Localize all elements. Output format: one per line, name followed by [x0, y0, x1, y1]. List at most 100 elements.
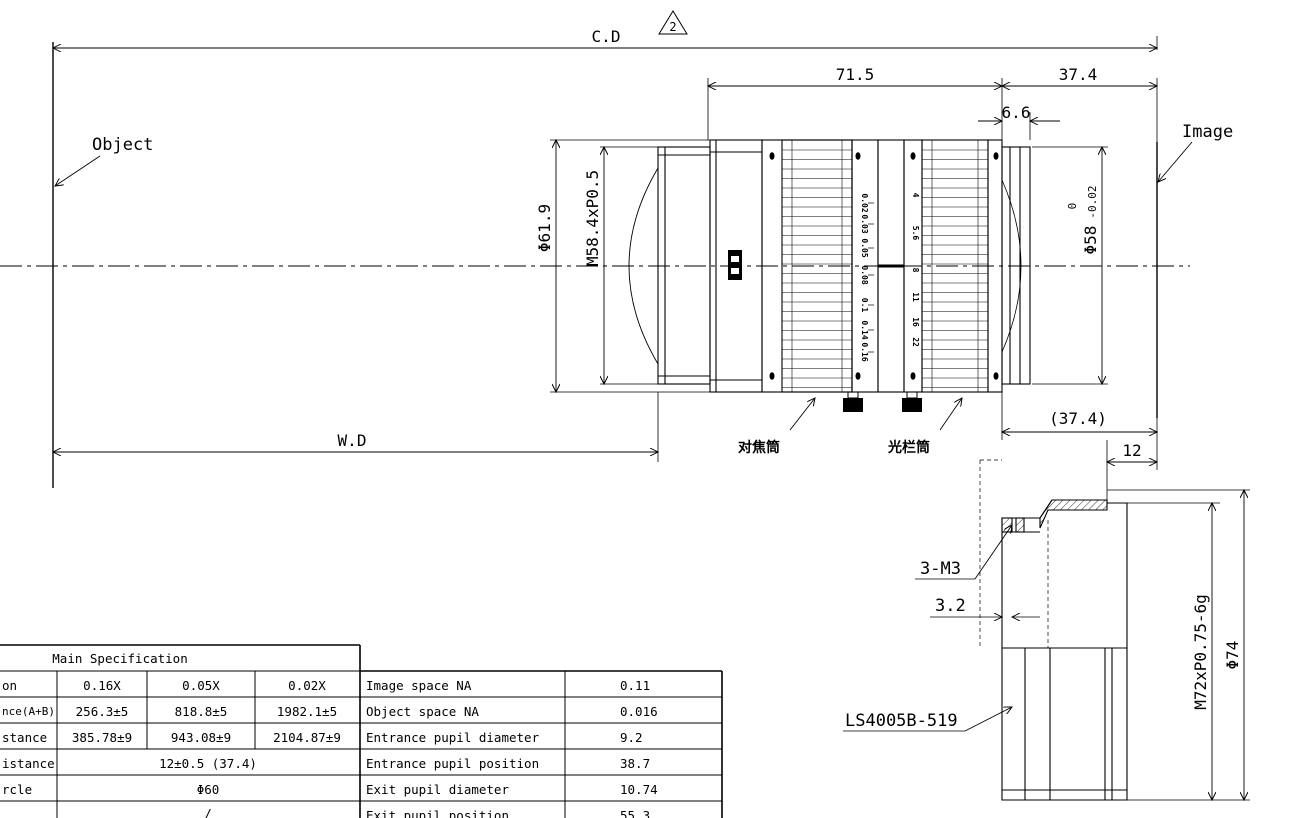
svg-text:818.8±5: 818.8±5: [175, 704, 228, 719]
svg-text:0.02X: 0.02X: [288, 678, 326, 693]
svg-text:C.D: C.D: [592, 27, 621, 46]
svg-text:12: 12: [1122, 441, 1141, 460]
optics-table: [360, 670, 723, 818]
aperture-scale-label: 22: [911, 337, 920, 347]
focus-scale-label: 0.16: [860, 342, 869, 361]
svg-text:/: /: [204, 806, 212, 818]
spec-table-row: stance 385.78±9 943.08±9 2104.87±9: [2, 730, 341, 745]
rear-mount-detail: [1001, 499, 1128, 801]
svg-text:Φ58: Φ58: [1081, 226, 1100, 255]
svg-text:0.016: 0.016: [620, 704, 658, 719]
svg-text:10.74: 10.74: [620, 782, 658, 797]
svg-text:LS4005B-519: LS4005B-519: [845, 711, 958, 731]
svg-text:2104.87±9: 2104.87±9: [273, 730, 341, 745]
svg-text:6.6: 6.6: [1002, 103, 1031, 122]
dimension-cd: C.D: [53, 27, 1157, 50]
lock-screw-focus: [843, 391, 863, 412]
focus-scale-label: 0.05: [860, 238, 869, 257]
svg-text:Object: Object: [92, 135, 153, 155]
spec-table-row: /: [204, 806, 212, 818]
svg-text:55.3: 55.3: [620, 808, 650, 818]
svg-text:W.D: W.D: [338, 431, 367, 450]
revision-triangle: 2: [658, 10, 688, 35]
svg-text:0: 0: [1066, 203, 1079, 210]
spec-table-row: rcle Φ60: [2, 782, 219, 797]
aperture-scale-label: 16: [911, 317, 920, 327]
svg-text:943.08±9: 943.08±9: [171, 730, 231, 745]
svg-text:38.7: 38.7: [620, 756, 650, 771]
dimension-dia-61-9: Φ61.9: [535, 140, 710, 392]
svg-text:Φ61.9: Φ61.9: [535, 204, 554, 252]
spec-table-row: istance 12±0.5 (37.4): [2, 756, 257, 771]
svg-text:0.16X: 0.16X: [83, 678, 121, 693]
svg-text:-0.02: -0.02: [1086, 185, 1099, 218]
svg-text:rcle: rcle: [2, 782, 32, 797]
screws-label: 3-M3: [915, 525, 1012, 580]
focus-ring-label: 对焦筒: [738, 398, 815, 456]
svg-text:光栏筒: 光栏筒: [887, 439, 930, 456]
focus-scale-label: 0.02: [860, 193, 869, 212]
optics-table-row: Entrance pupil diameter 9.2: [366, 730, 643, 745]
svg-text:对焦筒: 对焦筒: [738, 439, 780, 456]
aperture-scale-label: 8: [911, 268, 920, 273]
aperture-scale-label: 11: [911, 292, 920, 302]
spec-table-row: nce(A+B) 256.3±5 818.8±5 1982.1±5: [2, 704, 337, 719]
svg-text:Entrance pupil position: Entrance pupil position: [366, 756, 539, 771]
lock-screw-iris: [902, 391, 922, 412]
focus-scale-label: 0.14: [860, 320, 869, 339]
iris-ring-label: 光栏筒: [887, 398, 962, 456]
svg-text:Exit pupil diameter: Exit pupil diameter: [366, 782, 509, 797]
optics-table-row: Exit pupil diameter 10.74: [366, 782, 658, 797]
dimension-thread-rear: M72xP0.75-6g: [1127, 503, 1250, 800]
svg-text:37.4: 37.4: [1059, 65, 1098, 84]
optics-table-row: Object space NA 0.016: [366, 704, 658, 719]
image-label: Image: [1158, 122, 1233, 182]
svg-text:stance: stance: [2, 730, 47, 745]
svg-text:M72xP0.75-6g: M72xP0.75-6g: [1191, 594, 1210, 710]
dimension-ref-37-4: (37.4): [1002, 392, 1157, 440]
dimension-wd: W.D: [53, 392, 658, 462]
svg-text:3.2: 3.2: [935, 596, 966, 616]
svg-text:istance: istance: [2, 756, 55, 771]
dimension-71-5: 71.5: [708, 65, 1002, 140]
spec-table-row: on 0.16X 0.05X 0.02X: [2, 678, 326, 693]
svg-text:385.78±9: 385.78±9: [72, 730, 132, 745]
svg-text:Object space NA: Object space NA: [366, 704, 479, 719]
svg-text:(37.4): (37.4): [1049, 409, 1107, 428]
optics-table-row: Image space NA 0.11: [366, 678, 650, 693]
aperture-scale-label: 4: [911, 193, 920, 198]
grip-ribs: [769, 140, 999, 392]
spec-table-title: Main Specification: [52, 651, 187, 666]
aperture-scale-label: 5.6: [911, 226, 920, 241]
svg-text:0.05X: 0.05X: [182, 678, 220, 693]
svg-text:nce(A+B): nce(A+B): [2, 705, 55, 718]
dimension-3-2: 3.2: [930, 596, 1040, 617]
focus-scale-label: 0.08: [860, 265, 869, 284]
dimension-37-4: 37.4: [1002, 65, 1157, 142]
dimension-12: 12: [1107, 418, 1157, 500]
svg-text:Φ74: Φ74: [1223, 641, 1242, 670]
dimension-dia-58: Φ58 0 -0.02: [1032, 147, 1108, 384]
dimension-thread-front: M58.4xP0.5: [583, 147, 660, 384]
spec-table: [0, 644, 361, 818]
brand-logo: [728, 250, 742, 280]
svg-text:Image space NA: Image space NA: [366, 678, 472, 693]
svg-text:0.11: 0.11: [620, 678, 650, 693]
rear-mount-hidden-lines: [979, 459, 1049, 648]
optics-table-row: Exit pupil position 55.3: [366, 808, 650, 818]
object-label: Object: [55, 135, 153, 186]
svg-text:Image: Image: [1182, 122, 1233, 142]
svg-text:on: on: [2, 678, 17, 693]
svg-text:71.5: 71.5: [836, 65, 875, 84]
svg-text:9.2: 9.2: [620, 730, 643, 745]
optics-table-row: Entrance pupil position 38.7: [366, 756, 650, 771]
svg-text:256.3±5: 256.3±5: [76, 704, 129, 719]
svg-text:3-M3: 3-M3: [920, 559, 961, 579]
svg-text:Φ60: Φ60: [197, 782, 220, 797]
svg-text:Entrance pupil diameter: Entrance pupil diameter: [366, 730, 540, 745]
svg-text:M58.4xP0.5: M58.4xP0.5: [583, 170, 602, 266]
svg-text:Exit pupil position: Exit pupil position: [366, 808, 509, 818]
svg-text:12±0.5 (37.4): 12±0.5 (37.4): [159, 756, 257, 771]
focus-scale-label: 0.1: [860, 298, 869, 313]
